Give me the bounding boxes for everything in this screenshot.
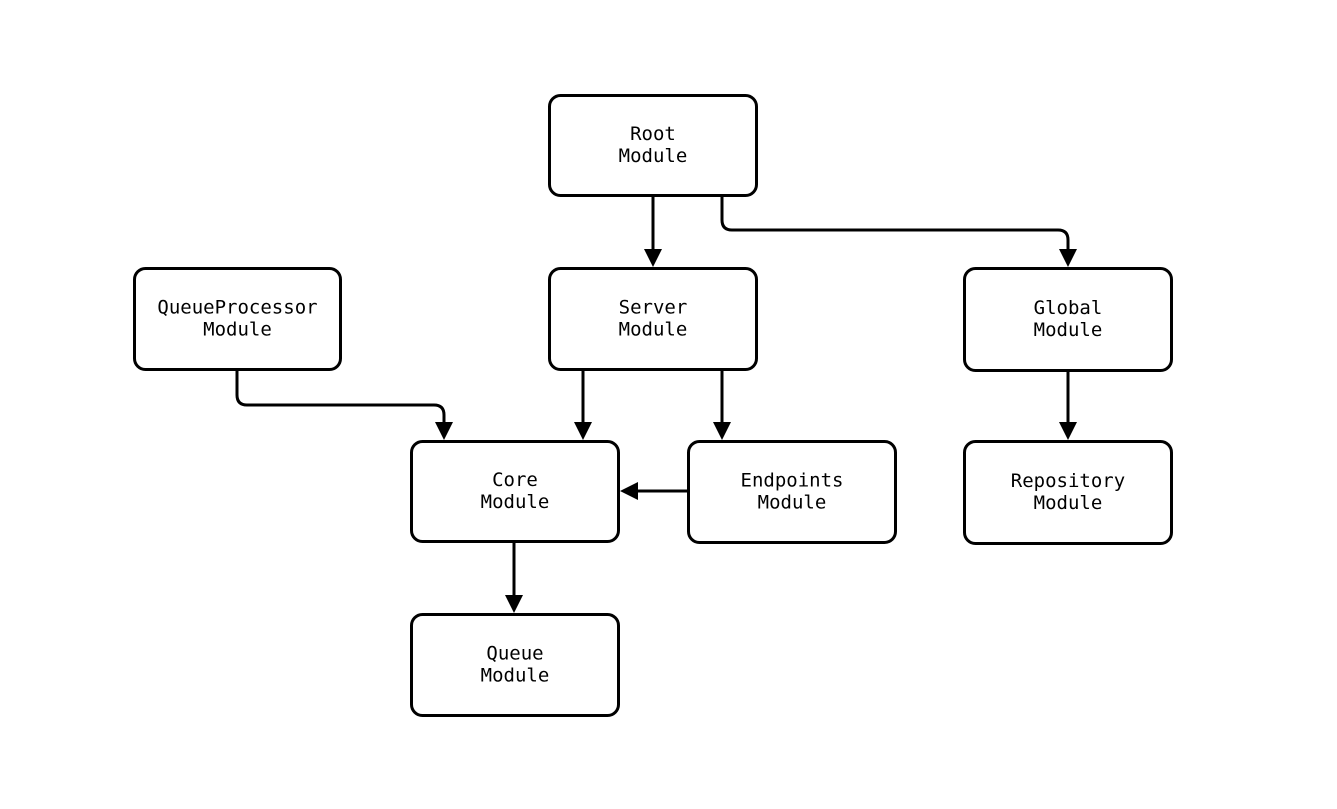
edge-line [235, 371, 446, 422]
node-label-primary: Root [630, 123, 676, 145]
node-box[interactable] [410, 440, 620, 543]
node-label-secondary: Module [481, 665, 550, 687]
node-label-secondary: Module [619, 145, 688, 167]
edge-arrowhead [1059, 422, 1077, 440]
node-label-primary: Global [1034, 297, 1103, 319]
edge-root-to-server [644, 197, 662, 267]
node-label-secondary: Module [481, 491, 550, 513]
edge-arrowhead [1059, 249, 1077, 267]
edge-arrowhead [620, 482, 638, 500]
node-label-secondary: Module [619, 319, 688, 341]
edges-layer [235, 197, 1077, 613]
edge-arrowhead [505, 595, 523, 613]
edge-arrowhead [713, 422, 731, 440]
node-box[interactable] [963, 267, 1173, 372]
edge-line [720, 197, 1070, 249]
node-label-primary: Server [619, 297, 688, 319]
node-box[interactable] [133, 267, 342, 371]
edge-arrowhead [435, 422, 453, 440]
node-label-primary: Core [492, 469, 538, 491]
node-label-secondary: Module [758, 492, 827, 514]
nodes-layer: RootModuleQueueProcessorModuleServerModu… [133, 94, 1173, 717]
node-box[interactable] [963, 440, 1173, 545]
edge-server-to-core [574, 371, 592, 440]
node-box[interactable] [687, 440, 897, 544]
edge-arrowhead [644, 249, 662, 267]
node-label-secondary: Module [203, 319, 272, 341]
edge-global-to-repository [1059, 372, 1077, 440]
edge-core-to-queue [505, 543, 523, 613]
node-label-secondary: Module [1034, 492, 1103, 514]
node-label-primary: Repository [1011, 470, 1125, 492]
edge-endpoints-to-core [620, 482, 687, 500]
node-label-secondary: Module [1034, 319, 1103, 341]
edge-queueprocessor-to-core [235, 371, 453, 440]
node-label-primary: QueueProcessor [157, 297, 317, 319]
node-label-primary: Endpoints [741, 470, 844, 492]
node-box[interactable] [548, 94, 758, 197]
node-box[interactable] [410, 613, 620, 717]
edge-arrowhead [574, 422, 592, 440]
node-label-primary: Queue [486, 643, 543, 665]
edge-root-to-global [720, 197, 1077, 267]
node-box[interactable] [548, 267, 758, 371]
edge-server-to-endpoints [713, 371, 731, 440]
